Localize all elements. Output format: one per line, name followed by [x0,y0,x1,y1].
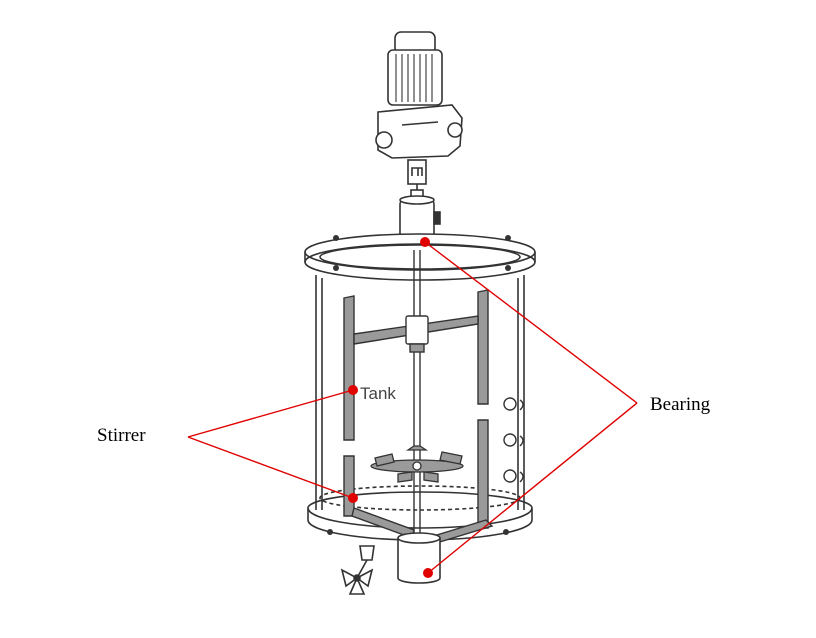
stirrer-marker-upper [348,385,358,395]
bearing-marker-top [420,237,430,247]
bottom-bearing-housing [397,532,441,584]
impeller [370,445,464,483]
callout-lines [187,241,638,574]
motor-icon [375,31,463,201]
tank-label: Tank [360,384,396,403]
stirrer-marker-lower [348,493,358,503]
agitator-shaft [413,250,421,535]
stirrer-frame [343,289,494,549]
callout-markers [348,237,433,578]
stirrer-label: Stirrer [97,425,146,446]
bearing-marker-bottom [423,568,433,578]
butterfly-valve-icon [340,545,375,595]
bearing-label: Bearing [650,394,711,415]
stirrer-hub [405,315,429,353]
